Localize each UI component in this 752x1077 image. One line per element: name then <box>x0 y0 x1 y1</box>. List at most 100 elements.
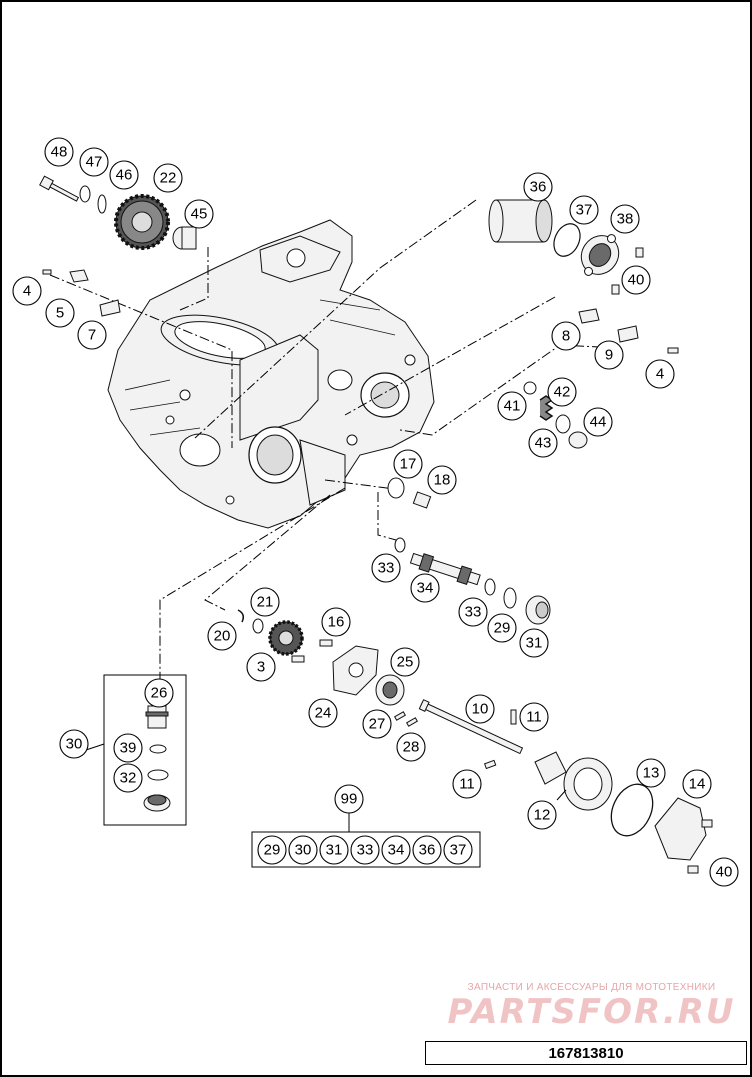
kit-99-item-34: 34 <box>381 835 411 865</box>
callout-number: 26 <box>151 685 168 702</box>
callout-16: 16 <box>321 607 351 637</box>
callout-4: 4 <box>12 276 42 306</box>
callout-42: 42 <box>547 377 577 407</box>
kit-item-number: 33 <box>357 842 374 859</box>
kit-99-item-29: 29 <box>257 835 287 865</box>
callout-number: 11 <box>526 709 542 726</box>
callout-number: 11 <box>459 776 475 793</box>
watermark-logo: PARTSFOR.RU <box>447 992 736 1032</box>
callout-30: 30 <box>59 729 89 759</box>
callout-number: 47 <box>86 154 103 171</box>
callout-13: 13 <box>636 758 666 788</box>
callout-9: 9 <box>594 340 624 370</box>
callout-40: 40 <box>709 857 739 887</box>
callout-number: 37 <box>576 202 593 219</box>
callout-number: 45 <box>191 206 208 223</box>
callout-number: 27 <box>369 716 386 733</box>
callout-3: 3 <box>246 652 276 682</box>
kit-99-item-30: 30 <box>288 835 318 865</box>
kit-99-item-31: 31 <box>319 835 349 865</box>
callout-8: 8 <box>551 321 581 351</box>
kit-item-number: 31 <box>326 842 343 859</box>
callout-17: 17 <box>393 449 423 479</box>
kit-item-number: 30 <box>295 842 312 859</box>
kit-30-group-box <box>103 674 187 826</box>
callout-34: 34 <box>410 573 440 603</box>
callout-44: 44 <box>583 407 613 437</box>
callout-number: 12 <box>534 807 551 824</box>
callout-number: 4 <box>656 366 664 383</box>
callout-28: 28 <box>396 732 426 762</box>
kit-item-number: 29 <box>264 842 281 859</box>
callout-number: 34 <box>417 580 434 597</box>
callout-21: 21 <box>250 587 280 617</box>
callout-5: 5 <box>45 298 75 328</box>
callout-31: 31 <box>519 628 549 658</box>
kit-99-group-box <box>251 831 481 868</box>
callout-39: 39 <box>113 733 143 763</box>
callout-99: 99 <box>334 784 364 814</box>
callout-number: 38 <box>617 211 634 228</box>
callout-number: 10 <box>472 701 489 718</box>
callout-number: 42 <box>554 384 571 401</box>
callout-number: 20 <box>214 628 231 645</box>
watermark-caption: ЗАПЧАСТИ И АКСЕССУАРЫ ДЛЯ МОТОТЕХНИКИ <box>467 982 716 993</box>
callout-4: 4 <box>645 359 675 389</box>
parts-illustration <box>39 175 713 874</box>
kit-99-item-36: 36 <box>412 835 442 865</box>
callout-45: 45 <box>184 199 214 229</box>
callout-18: 18 <box>427 465 457 495</box>
callout-11: 11 <box>452 769 482 799</box>
callout-33: 33 <box>371 553 401 583</box>
callout-48: 48 <box>44 137 74 167</box>
kit-item-number: 37 <box>450 842 467 859</box>
callout-26: 26 <box>144 678 174 708</box>
callout-27: 27 <box>362 709 392 739</box>
leader-lines <box>85 743 567 832</box>
callout-number: 25 <box>397 654 414 671</box>
callout-number: 16 <box>328 614 345 631</box>
callout-7: 7 <box>77 320 107 350</box>
callout-number: 22 <box>160 170 177 187</box>
callout-number: 48 <box>51 144 68 161</box>
callout-32: 32 <box>113 763 143 793</box>
callout-22: 22 <box>153 163 183 193</box>
callout-37: 37 <box>569 195 599 225</box>
callout-12: 12 <box>527 800 557 830</box>
callout-number: 40 <box>628 272 645 289</box>
callout-number: 28 <box>403 739 420 756</box>
callout-number: 3 <box>257 659 265 676</box>
callout-46: 46 <box>109 160 139 190</box>
kit-item-number: 34 <box>388 842 405 859</box>
callout-number: 36 <box>530 179 547 196</box>
kit-item-number: 36 <box>419 842 436 859</box>
callout-number: 33 <box>378 560 395 577</box>
callout-number: 39 <box>120 740 137 757</box>
callout-number: 29 <box>494 620 511 637</box>
callout-number: 31 <box>526 635 543 652</box>
callout-38: 38 <box>610 204 640 234</box>
kit-99-item-33: 33 <box>350 835 380 865</box>
callout-47: 47 <box>79 147 109 177</box>
callout-number: 9 <box>605 347 613 364</box>
callout-43: 43 <box>528 428 558 458</box>
crankcase-illustration <box>107 219 435 529</box>
callout-number: 18 <box>434 472 451 489</box>
callout-33: 33 <box>458 597 488 627</box>
callout-24: 24 <box>308 698 338 728</box>
callout-number: 5 <box>56 305 64 322</box>
callout-number: 7 <box>88 327 96 344</box>
drawing-number: 167813810 <box>425 1041 747 1065</box>
callout-number: 32 <box>120 770 137 787</box>
callout-number: 21 <box>257 594 274 611</box>
callout-10: 10 <box>465 694 495 724</box>
callout-11: 11 <box>519 702 549 732</box>
callout-number: 44 <box>590 414 607 431</box>
callout-number: 4 <box>23 283 31 300</box>
callout-40: 40 <box>621 265 651 295</box>
kit-99-item-37: 37 <box>443 835 473 865</box>
callout-number: 46 <box>116 167 133 184</box>
callout-41: 41 <box>497 391 527 421</box>
